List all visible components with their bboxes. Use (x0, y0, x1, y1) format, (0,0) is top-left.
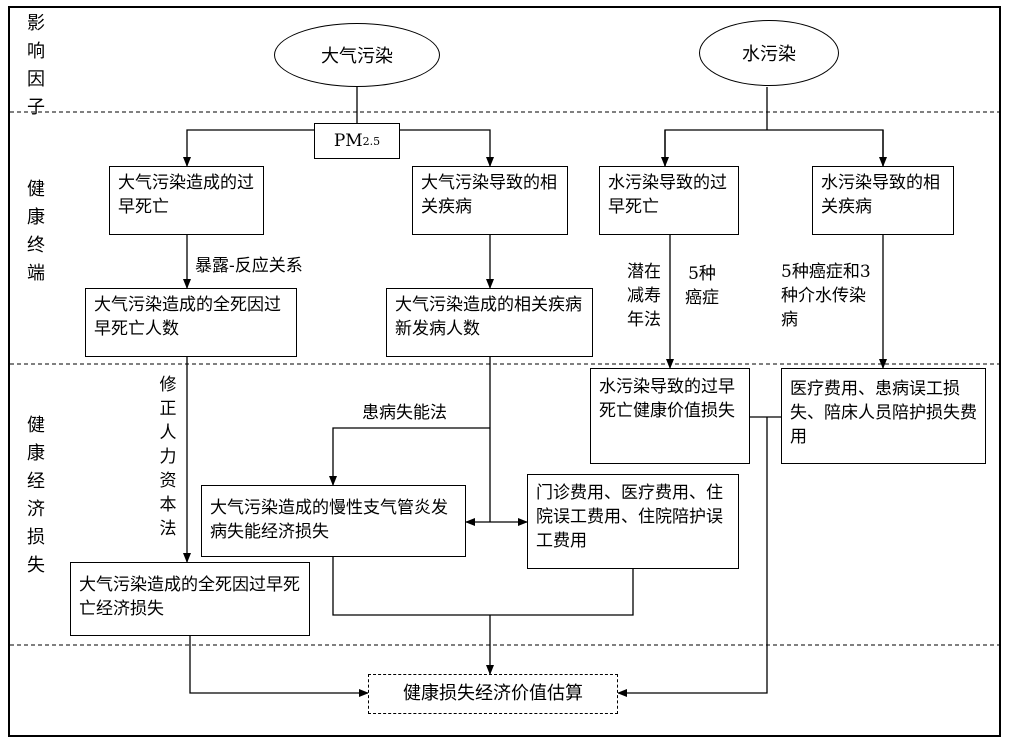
edge-label-five-cancers: 5种癌症 (685, 264, 719, 308)
edge-label-exposure-response: 暴露-反应关系 (195, 256, 303, 276)
water-related-disease-box: 水污染导致的相关疾病 (812, 166, 954, 235)
water-pollution-node: 水污染 (699, 20, 839, 86)
diagram-frame (8, 6, 1001, 737)
edge-label-human-capital: 修正人力资本法 (159, 375, 177, 539)
air-total-deaths-box: 大气污染造成的全死因过早死亡人数 (85, 288, 297, 357)
water-death-value-loss-box: 水污染导致的过早死亡健康价值损失 (590, 368, 750, 464)
medical-costs-water-box: 医疗费用、患病误工损失、陪床人员陪护损失费用 (781, 368, 986, 464)
water-premature-death-box: 水污染导致的过早死亡 (599, 166, 739, 235)
air-related-disease-box: 大气污染导致的相关疾病 (412, 166, 568, 235)
edge-label-disability-method: 患病失能法 (362, 403, 447, 423)
air-death-econ-loss-box: 大气污染造成的全死因过早死亡经济损失 (70, 562, 310, 636)
edge-label-cancers-and-diseases: 5种癌症和3种介水传染病 (781, 262, 871, 330)
health-loss-valuation-box: 健康损失经济价值估算 (368, 674, 618, 714)
air-new-cases-box: 大气污染造成的相关疾病新发病人数 (386, 288, 593, 357)
air-bronchitis-loss-box: 大气污染造成的慢性支气管炎发病失能经济损失 (201, 485, 466, 557)
air-premature-death-box: 大气污染造成的过早死亡 (109, 166, 264, 235)
row-label-economic-loss: 健康经济损失 (27, 415, 45, 576)
pm25-base: PM (333, 131, 363, 151)
row-label-factors: 影响因子 (27, 13, 45, 118)
edge-label-life-reduction: 潜在减寿年法 (627, 262, 661, 330)
air-pollution-node: 大气污染 (274, 23, 440, 87)
pm25-sub: 2.5 (362, 134, 381, 148)
outpatient-costs-box: 门诊费用、医疗费用、住院误工费用、住院陪护误工费用 (527, 474, 739, 569)
row-label-health-endpoints: 健康终端 (27, 179, 45, 284)
